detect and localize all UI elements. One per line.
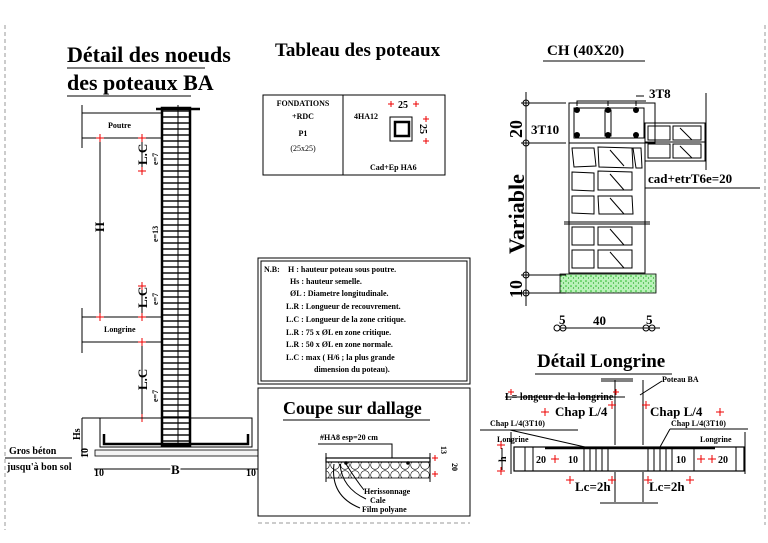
spacing-top: e=7 (151, 153, 160, 165)
chap-left: Chap L/4 (555, 404, 608, 419)
longrine-detail: Détail Longrine Poteau BA L= longeur de … (480, 351, 748, 504)
longrine-label: Longrine (104, 325, 136, 334)
footing (559, 273, 657, 294)
gros-beton-line2: jusqu'à bon sol (6, 462, 72, 473)
dim-width: 40 (593, 313, 606, 328)
notes-box: N.B: H : hauteur poteau sous poutre. Hs … (257, 257, 471, 385)
top-bars-label: 3T8 (649, 86, 671, 101)
longrine-title: Détail Longrine (537, 351, 665, 372)
note-line: H : hauteur poteau sous poutre. (288, 265, 396, 274)
column-elevation (160, 106, 192, 448)
note-line: Hs : hauteur semelle. (290, 277, 362, 286)
poutre-label: Poutre (108, 121, 131, 130)
chap-right: Chap L/4 (650, 404, 703, 419)
bottom-bars-label: 3T10 (531, 122, 559, 137)
lc-top: L.C (135, 144, 150, 165)
b-dimension: B (171, 462, 180, 477)
column-id: P1 (299, 129, 308, 138)
mesh-label: #HA8 esp=20 cm (320, 433, 378, 442)
dim-top: 25 (398, 100, 408, 111)
dim-side: 25 (417, 124, 428, 134)
wall-dimension: Variable (504, 174, 529, 254)
h-dimension: H (92, 222, 107, 232)
column-size: (25x25) (290, 144, 316, 153)
column-table: Tableau des poteaux FONDATIONS +RDC P1 (… (262, 40, 446, 176)
left-title-line1: Détail des noeuds (67, 42, 231, 67)
edge-dim-right: 10 (246, 468, 256, 479)
lc-middle: L.C (135, 287, 150, 308)
level-line2: +RDC (292, 112, 314, 121)
lc-left: Lc=2h (575, 479, 611, 494)
layer-film: Film polyane (362, 505, 407, 514)
base-dimension: 10 (80, 448, 91, 458)
note-line: dimension du poteau). (314, 365, 390, 374)
lc-right: Lc=2h (649, 479, 685, 494)
slab-section: Coupe sur dallage #HA8 esp=20 cm 13 20 H… (257, 387, 471, 517)
base-dimension: 10 (506, 280, 526, 298)
spacing-middle: e=13 (151, 226, 160, 242)
note-line: L.R : Longueur de recouvrement. (286, 302, 401, 311)
left-title-line2: des poteaux BA (67, 70, 214, 95)
longrine-right-label: Longrine (700, 435, 732, 444)
rebar-label: 4HA12 (354, 112, 378, 121)
note-line: L.R : 75 x ØL en zone critique. (286, 328, 391, 337)
h-dimension: h (498, 456, 509, 462)
chainage-title: CH (40X20) (547, 43, 624, 59)
height-dimension: 20 (506, 120, 526, 138)
notes-prefix: N.B: (264, 265, 280, 274)
dim-right: 5 (646, 312, 653, 327)
spacing-inner-right: 10 (676, 455, 686, 466)
note-line: ØL : Diametre longitudinale. (290, 289, 389, 298)
stirrup-label: Cad+Ep HA6 (370, 163, 417, 172)
spacing-outer-left: 20 (536, 455, 546, 466)
note-line: L.R : 50 x ØL en zone normale. (286, 340, 393, 349)
fill-thickness: 20 (450, 463, 459, 471)
stirrup-label: cad+etrT6e=20 (648, 171, 732, 186)
slab-thickness: 13 (439, 446, 448, 454)
dim-left: 5 (559, 312, 566, 327)
spacing-outer-right: 20 (718, 455, 728, 466)
note-line: L.C : Longueur de la zone critique. (286, 315, 406, 324)
table-title: Tableau des poteaux (275, 40, 441, 61)
spacing-inner-left: 10 (568, 455, 578, 466)
layer-cale: Cale (370, 496, 386, 505)
edge-dim-left: 10 (94, 468, 104, 479)
chap-bar-left: Chap L/4(3T10) (490, 419, 545, 428)
longrine-left-label: Longrine (497, 435, 529, 444)
hs-dimension: Hs (72, 428, 83, 440)
column-node-detail: Détail des noeuds des poteaux BA Poutre … (5, 42, 259, 479)
spacing-bottom: e=7 (151, 390, 160, 402)
dallage-title: Coupe sur dallage (283, 398, 422, 418)
lc-bottom: L.C (135, 369, 150, 390)
layer-herissonnage: Herissonnage (364, 487, 411, 496)
level-line1: FONDATIONS (277, 99, 330, 108)
chap-bar-right: Chap L/4(3T10) (671, 419, 726, 428)
poteau-label: Poteau BA (662, 375, 699, 384)
chainage-section: CH (40X20) 3T8 3T10 cad+etrT6e=20 20 Var… (504, 43, 760, 332)
note-line: L.C : max ( H/6 ; la plus grande (286, 353, 395, 362)
spacing-lower: e=7 (151, 293, 160, 305)
gros-beton-line1: Gros béton (9, 446, 57, 457)
